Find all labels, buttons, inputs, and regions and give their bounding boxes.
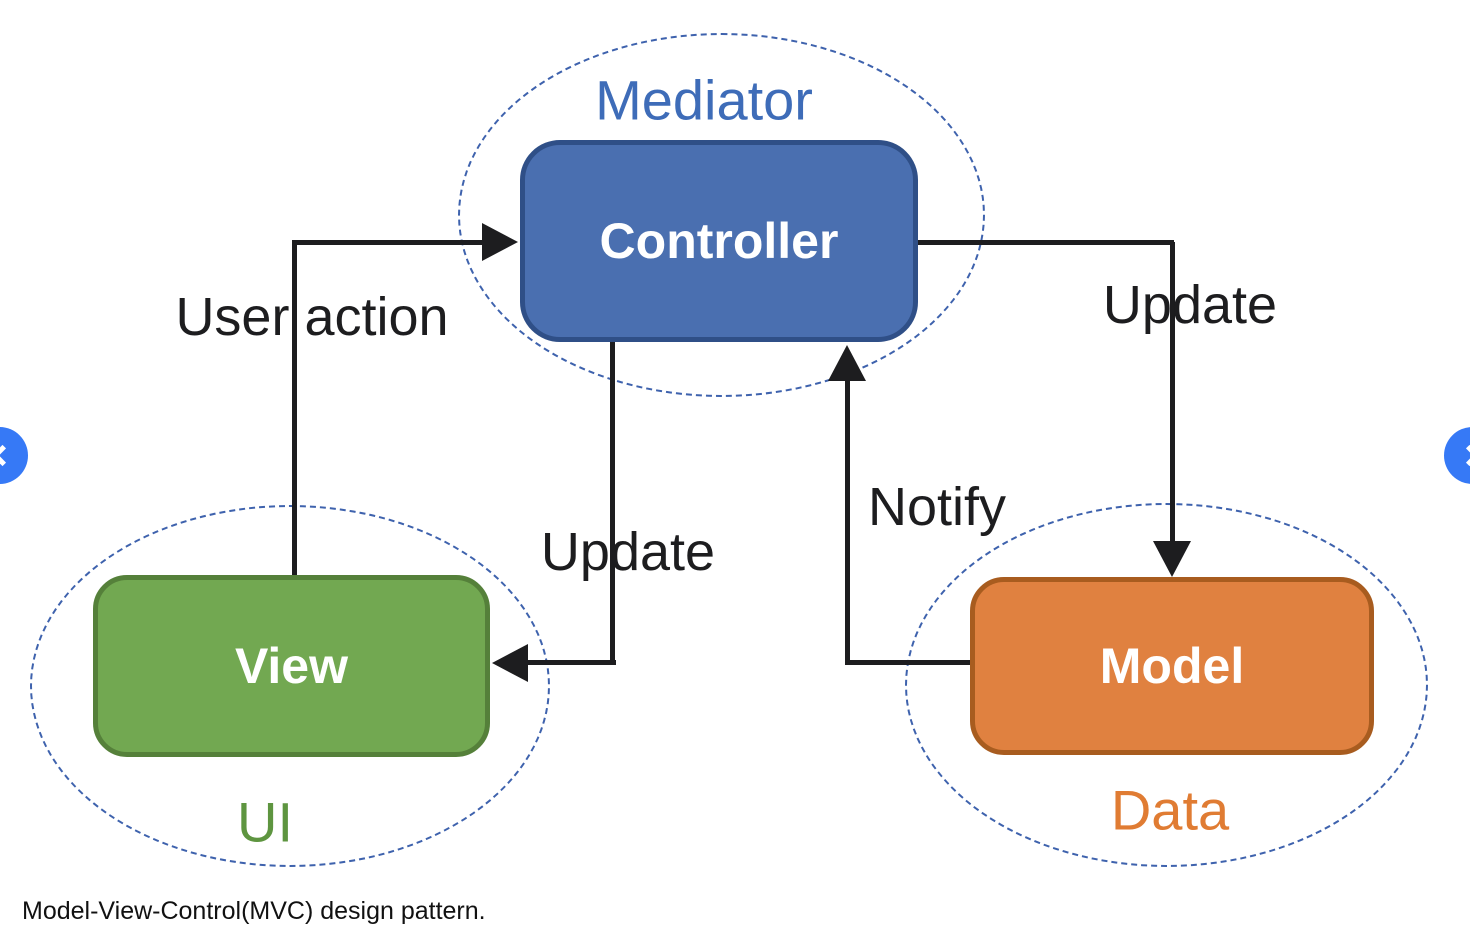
edge-label-update-model: Update: [1102, 275, 1278, 335]
edge-label-user-action: User action: [175, 287, 449, 347]
ui-group-label: UI: [237, 790, 293, 854]
carousel-prev-button[interactable]: [0, 427, 28, 484]
edge-update-view-arrowhead: [492, 644, 528, 682]
edge-update-model-arrowhead: [1153, 541, 1191, 577]
carousel-next-button[interactable]: [1444, 427, 1470, 484]
view-node-label: View: [234, 638, 349, 694]
ui-group-ellipse: [30, 505, 550, 867]
chevron-left-icon: [0, 444, 14, 467]
data-group-ellipse: [905, 503, 1428, 867]
edge-user-action-vertical-line: [292, 242, 297, 576]
edge-update-model-horizontal-line: [916, 240, 1174, 245]
edge-label-update-view: Update: [540, 522, 716, 582]
edge-label-notify: Notify: [867, 477, 1007, 537]
model-node-label: Model: [1099, 638, 1245, 694]
controller-node-label: Controller: [599, 213, 839, 269]
figure-caption: Model-View-Control(MVC) design pattern.: [22, 897, 486, 925]
edge-notify-vertical-line: [845, 378, 850, 665]
mediator-group-ellipse: [458, 33, 985, 397]
chevron-right-icon: [1458, 444, 1470, 467]
edge-update-view-vertical-line: [610, 341, 615, 665]
mediator-group-label: Mediator: [595, 68, 813, 132]
model-node: Model: [970, 577, 1374, 755]
edge-update-model-vertical-line: [1170, 242, 1175, 544]
edge-user-action-horizontal-line: [292, 240, 484, 245]
edge-user-action-arrowhead: [482, 223, 518, 261]
controller-node: Controller: [520, 140, 918, 342]
edge-notify-horizontal-line: [845, 660, 973, 665]
data-group-label: Data: [1110, 778, 1230, 842]
view-node: View: [93, 575, 490, 757]
edge-notify-arrowhead: [828, 345, 866, 381]
edge-update-view-horizontal-line: [524, 660, 616, 665]
